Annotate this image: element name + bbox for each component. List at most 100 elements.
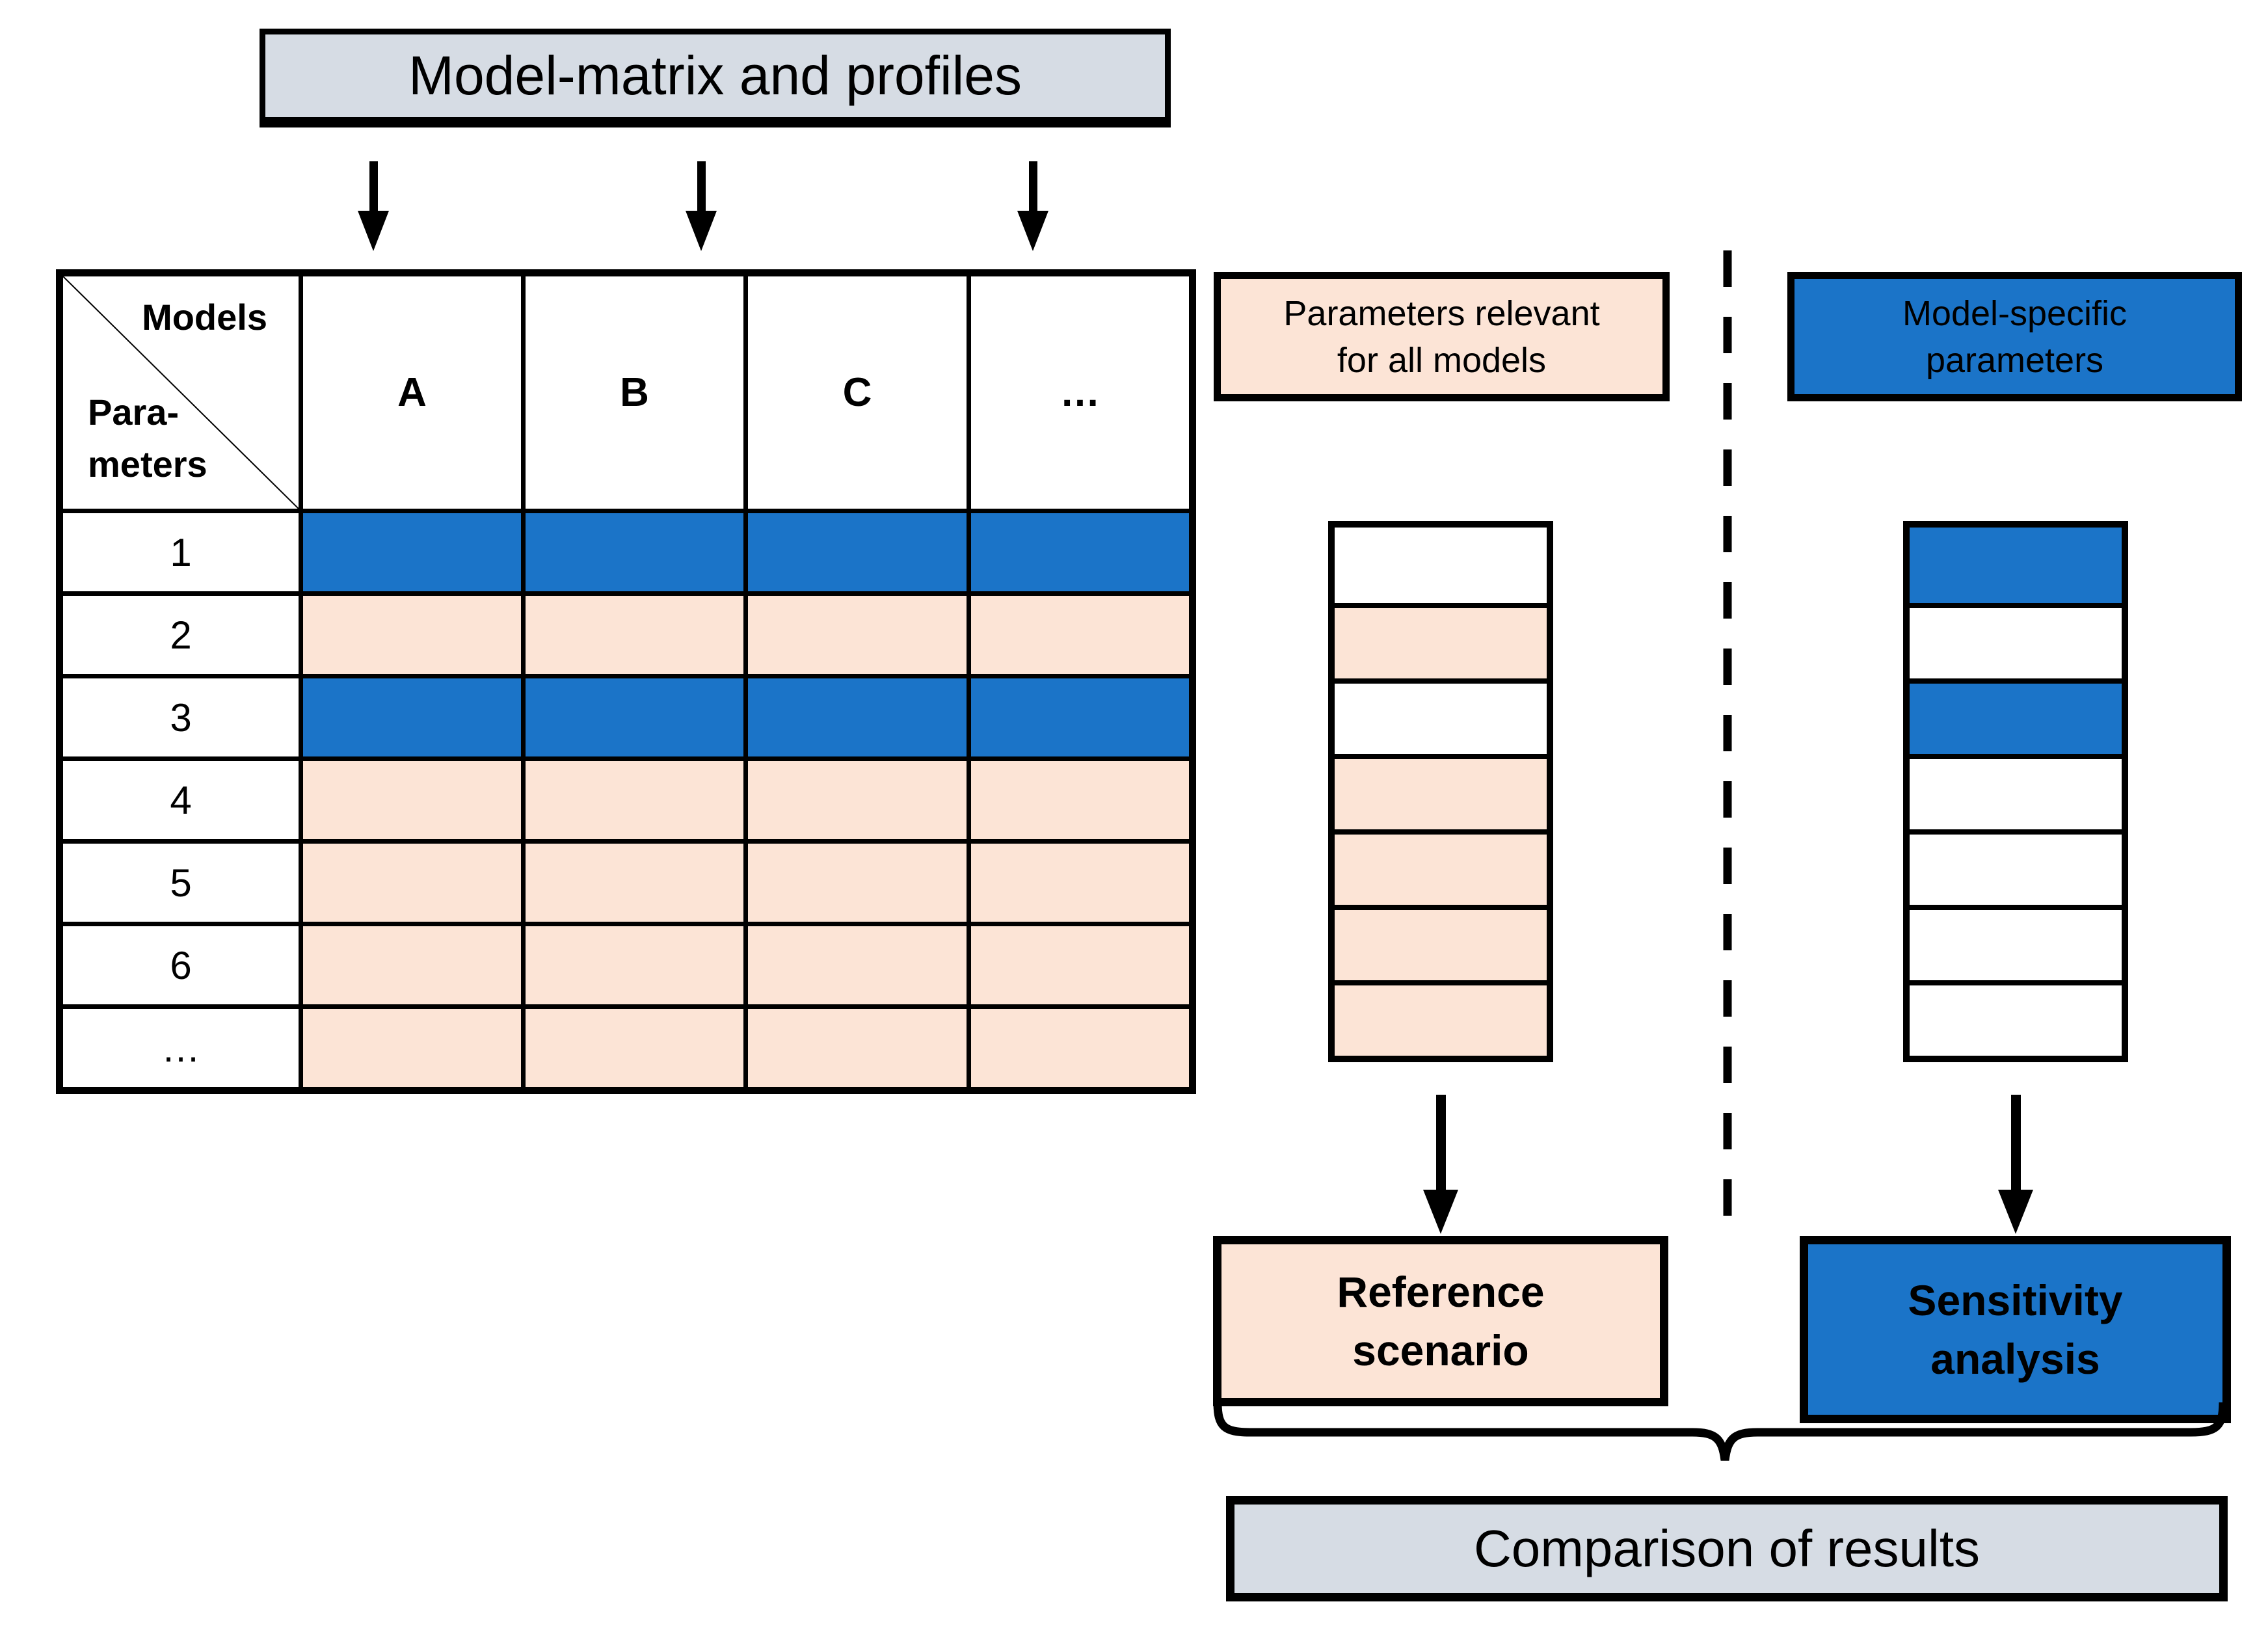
sensitivity-analysis-line1: Sensitivity — [1908, 1276, 2123, 1324]
matrix-cell — [299, 674, 526, 761]
row-label: 5 — [57, 839, 303, 926]
legend-all-models-line1: Parameters relevant — [1283, 293, 1600, 333]
sensitivity-analysis-box: Sensitivity analysis — [1800, 1236, 2231, 1423]
stack-cell — [1910, 905, 2122, 980]
corner-cell: Models Para- meters — [57, 271, 303, 513]
stack-cell — [1335, 829, 1547, 905]
reference-scenario-box: Reference scenario — [1213, 1236, 1668, 1406]
stack-cell — [1335, 754, 1547, 829]
legend-model-specific: Model-specific parameters — [1787, 272, 2242, 401]
title-box: Model-matrix and profiles — [260, 29, 1171, 127]
matrix-cell — [299, 922, 526, 1009]
stack-cell — [1910, 603, 2122, 678]
matrix-cell — [967, 1004, 1195, 1093]
matrix-cell — [521, 922, 748, 1009]
matrix-cell — [967, 591, 1195, 678]
matrix-cell — [299, 591, 526, 678]
arrow-stem — [2010, 1095, 2021, 1190]
stack-cell — [1910, 980, 2122, 1056]
reference-scenario-line1: Reference — [1337, 1268, 1545, 1316]
stack-cell — [1910, 678, 2122, 754]
table-row: 6 — [57, 922, 1195, 1009]
sensitivity-stack — [1903, 521, 2128, 1062]
down-arrow-icon — [1998, 1095, 2033, 1234]
corner-label-parameters: Para- meters — [88, 386, 207, 490]
matrix-cell — [743, 509, 971, 596]
comparison-label: Comparison of results — [1473, 1519, 1981, 1577]
matrix-cell — [521, 1004, 748, 1093]
brace-icon — [1213, 1402, 2228, 1461]
down-arrow-icon — [358, 161, 389, 251]
legend-all-models: Parameters relevant for all models — [1214, 272, 1670, 401]
matrix-cell — [521, 839, 748, 926]
stack-cell — [1335, 603, 1547, 678]
legend-model-specific-line2: parameters — [1925, 340, 2104, 380]
stack-cell — [1910, 528, 2122, 603]
table-row: 1 — [57, 509, 1195, 596]
row-label: 2 — [57, 591, 303, 678]
sensitivity-analysis-line2: analysis — [1930, 1335, 2100, 1383]
matrix-cell — [967, 674, 1195, 761]
comparison-box: Comparison of results — [1226, 1496, 2228, 1601]
down-arrow-icon — [1423, 1095, 1458, 1234]
matrix-cell — [743, 674, 971, 761]
column-header-more: … — [967, 271, 1195, 513]
header-row: Models Para- meters A B C … — [57, 271, 1195, 513]
stack-cell — [1335, 980, 1547, 1056]
stack-cell — [1335, 678, 1547, 754]
matrix-cell — [967, 922, 1195, 1009]
title-label: Model-matrix and profiles — [408, 45, 1022, 106]
arrow-head — [1998, 1190, 2033, 1234]
row-label: 4 — [57, 756, 303, 844]
matrix-cell — [743, 591, 971, 678]
diagonal-divider — [63, 276, 299, 509]
table-row: 3 — [57, 674, 1195, 761]
arrow-head — [1017, 211, 1048, 251]
matrix-cell — [967, 509, 1195, 596]
matrix-cell — [299, 509, 526, 596]
corner-label-models: Models — [142, 297, 267, 338]
matrix-cell — [299, 839, 526, 926]
matrix-cell — [299, 756, 526, 844]
stack-cell — [1335, 528, 1547, 603]
arrow-stem — [1028, 161, 1037, 211]
legend-all-models-line2: for all models — [1337, 340, 1547, 380]
matrix-cell — [521, 674, 748, 761]
corner-label-line1: Para- — [88, 392, 180, 433]
table-row: … — [57, 1004, 1195, 1093]
stack-cell — [1910, 829, 2122, 905]
matrix-cell — [967, 839, 1195, 926]
column-header-b: B — [521, 271, 748, 513]
column-header-a: A — [299, 271, 526, 513]
down-arrow-icon — [1017, 161, 1048, 251]
down-arrow-icon — [686, 161, 717, 251]
table-row: 4 — [57, 756, 1195, 844]
arrow-stem — [369, 161, 378, 211]
matrix-cell — [967, 756, 1195, 844]
column-header-c: C — [743, 271, 971, 513]
row-label: 1 — [57, 509, 303, 596]
reference-stack — [1328, 521, 1553, 1062]
arrow-head — [686, 211, 717, 251]
stack-cell — [1335, 905, 1547, 980]
dashed-divider-line — [1723, 250, 1732, 1239]
row-label: 6 — [57, 922, 303, 1009]
matrix-cell — [743, 756, 971, 844]
arrow-head — [1423, 1190, 1458, 1234]
stack-cell — [1910, 754, 2122, 829]
row-label: … — [57, 1004, 303, 1093]
matrix-cell — [521, 591, 748, 678]
table-row: 5 — [57, 839, 1195, 926]
matrix-cell — [743, 922, 971, 1009]
matrix-cell — [521, 756, 748, 844]
row-label: 3 — [57, 674, 303, 761]
reference-scenario-line2: scenario — [1352, 1326, 1529, 1374]
matrix-cell — [299, 1004, 526, 1093]
matrix-cell — [521, 509, 748, 596]
legend-model-specific-line1: Model-specific — [1902, 293, 2128, 333]
matrix-cell — [743, 1004, 971, 1093]
table-row: 2 — [57, 591, 1195, 678]
